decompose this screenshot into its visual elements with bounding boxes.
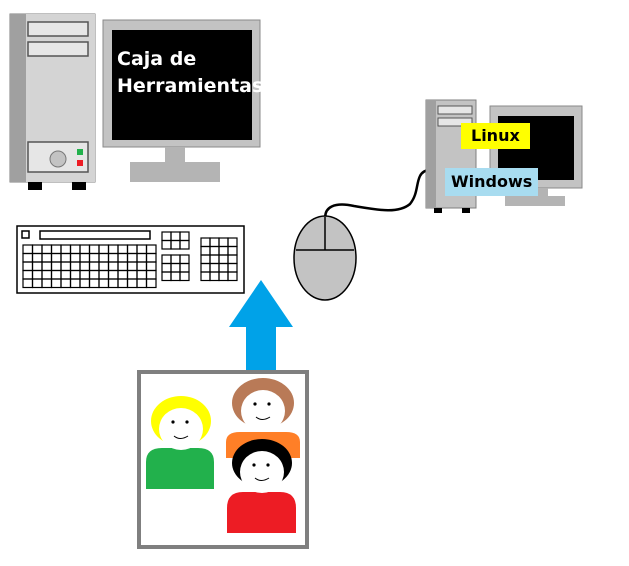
main-computer-monitor <box>102 19 261 182</box>
keyboard-key <box>179 239 190 250</box>
main-computer-tower <box>9 13 96 190</box>
person-yellow-hair <box>146 396 214 489</box>
toolbox-screen-text: Caja de Herramientas <box>117 46 264 100</box>
remote-computer <box>425 99 583 213</box>
keyboard <box>16 225 245 294</box>
monitor-screen <box>112 30 252 140</box>
screen-text-line2: Herramientas <box>117 75 264 97</box>
blue-up-arrow <box>229 280 293 370</box>
keyboard-key <box>227 271 238 282</box>
mouse <box>293 215 357 301</box>
screen-text-line1: Caja de <box>117 48 197 70</box>
linux-label: Linux <box>461 123 530 149</box>
keyboard-key <box>145 278 157 289</box>
keyboard-key <box>179 271 190 282</box>
person-black-hair <box>227 439 296 533</box>
mouse-cable <box>324 168 430 223</box>
windows-label: Windows <box>445 168 539 196</box>
